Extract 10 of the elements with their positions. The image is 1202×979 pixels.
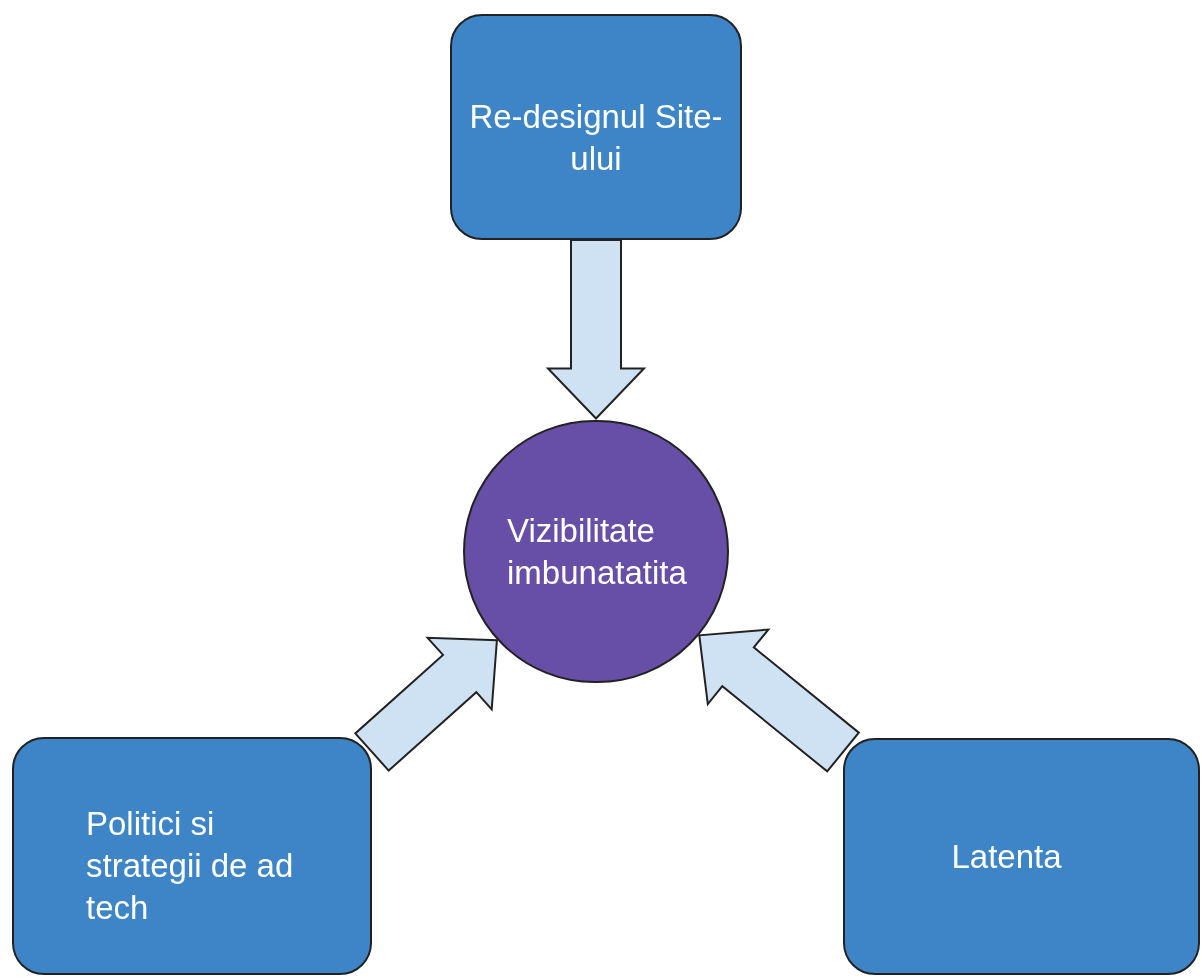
block-arrow	[698, 628, 861, 773]
node-label: Politici si strategii de ad tech	[86, 804, 295, 928]
process-box	[450, 14, 742, 240]
node-label: Vizibilitate imbunatatita	[507, 510, 688, 593]
process-box	[843, 738, 1200, 975]
block-arrow	[545, 239, 647, 420]
block-arrow	[353, 636, 498, 772]
node-label: Latenta	[951, 836, 1062, 877]
node-label: Re-designul Site-ului	[468, 97, 724, 179]
process-box	[12, 737, 372, 975]
